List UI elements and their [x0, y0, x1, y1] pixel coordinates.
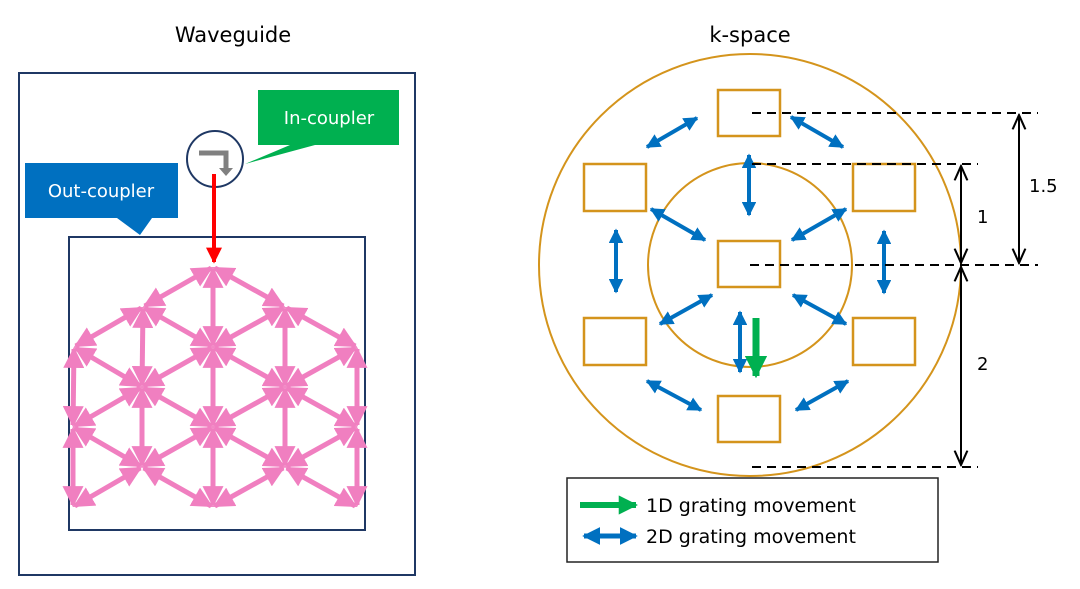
- legend-label-2d: 2D grating movement: [646, 526, 856, 548]
- 2d-arrow: [649, 207, 707, 242]
- waveguide-panel: Waveguide Out-coupler In-coupler: [18, 23, 416, 576]
- lattice-double-arrow: [212, 345, 286, 389]
- fold-arrow-icon: [199, 150, 233, 176]
- order-upper-right: [851, 162, 917, 213]
- legend-label-1d: 1D grating movement: [646, 495, 856, 517]
- lattice-double-arrow: [73, 305, 144, 349]
- lattice-double-arrow: [141, 385, 214, 429]
- legend: 1D grating movement 2D grating movement: [566, 477, 939, 563]
- lattice-double-arrow: [141, 345, 214, 389]
- lattice-arrows: [62, 265, 368, 509]
- lattice-double-arrow: [142, 265, 214, 309]
- lattice-double-arrow: [212, 425, 286, 469]
- lattice-double-arrow: [284, 425, 358, 469]
- out-coupler-label: Out-coupler: [48, 181, 155, 202]
- order-top: [716, 88, 782, 138]
- lattice-double-arrow: [141, 425, 214, 469]
- lattice-double-arrow: [212, 465, 286, 509]
- order-lower-left: [582, 316, 648, 367]
- lattice-double-arrow: [72, 465, 143, 509]
- lattice-double-arrow: [62, 346, 85, 428]
- in-coupler-label: In-coupler: [284, 108, 375, 129]
- 2d-arrow: [645, 116, 699, 149]
- lattice-double-arrow: [73, 345, 143, 389]
- order-bottom: [716, 394, 782, 444]
- dimension-arrows: [961, 115, 1019, 465]
- dim-label-2: 2: [977, 354, 988, 375]
- lattice-double-arrow: [72, 425, 143, 469]
- 2d-movement-arrows: [608, 115, 892, 412]
- waveguide-title: Waveguide: [175, 23, 291, 47]
- in-coupler-callout: In-coupler: [245, 90, 399, 164]
- order-lower-right: [851, 316, 917, 367]
- lattice-double-arrow: [141, 465, 214, 509]
- 2d-arrow: [789, 115, 845, 149]
- 2d-arrow: [790, 207, 848, 242]
- lattice-double-arrow: [142, 305, 214, 349]
- lattice-double-arrow: [284, 465, 358, 509]
- legend-box: [566, 477, 939, 563]
- lattice-double-arrow: [72, 385, 143, 429]
- dim-label-1-5: 1.5: [1029, 176, 1058, 197]
- 2d-arrow: [791, 293, 848, 326]
- waveguide-outer-frame: [18, 72, 416, 576]
- order-upper-left: [582, 162, 648, 213]
- 2d-arrow: [645, 379, 703, 412]
- kspace-title: k-space: [709, 23, 790, 47]
- kspace-panel: k-space: [538, 23, 1058, 563]
- lattice-double-arrow: [212, 265, 286, 309]
- 2d-arrow: [794, 379, 850, 412]
- reference-lines: [750, 112, 1038, 468]
- lattice-double-arrow: [284, 385, 358, 429]
- lattice-double-arrow: [284, 345, 358, 389]
- 2d-arrow: [658, 293, 714, 326]
- out-coupler-callout: Out-coupler: [25, 163, 178, 235]
- lattice-double-arrow: [284, 305, 358, 349]
- lattice-double-arrow: [212, 305, 286, 349]
- lattice-double-arrow: [212, 385, 286, 429]
- lattice-double-arrow: [131, 306, 154, 388]
- dim-label-1: 1: [977, 207, 988, 228]
